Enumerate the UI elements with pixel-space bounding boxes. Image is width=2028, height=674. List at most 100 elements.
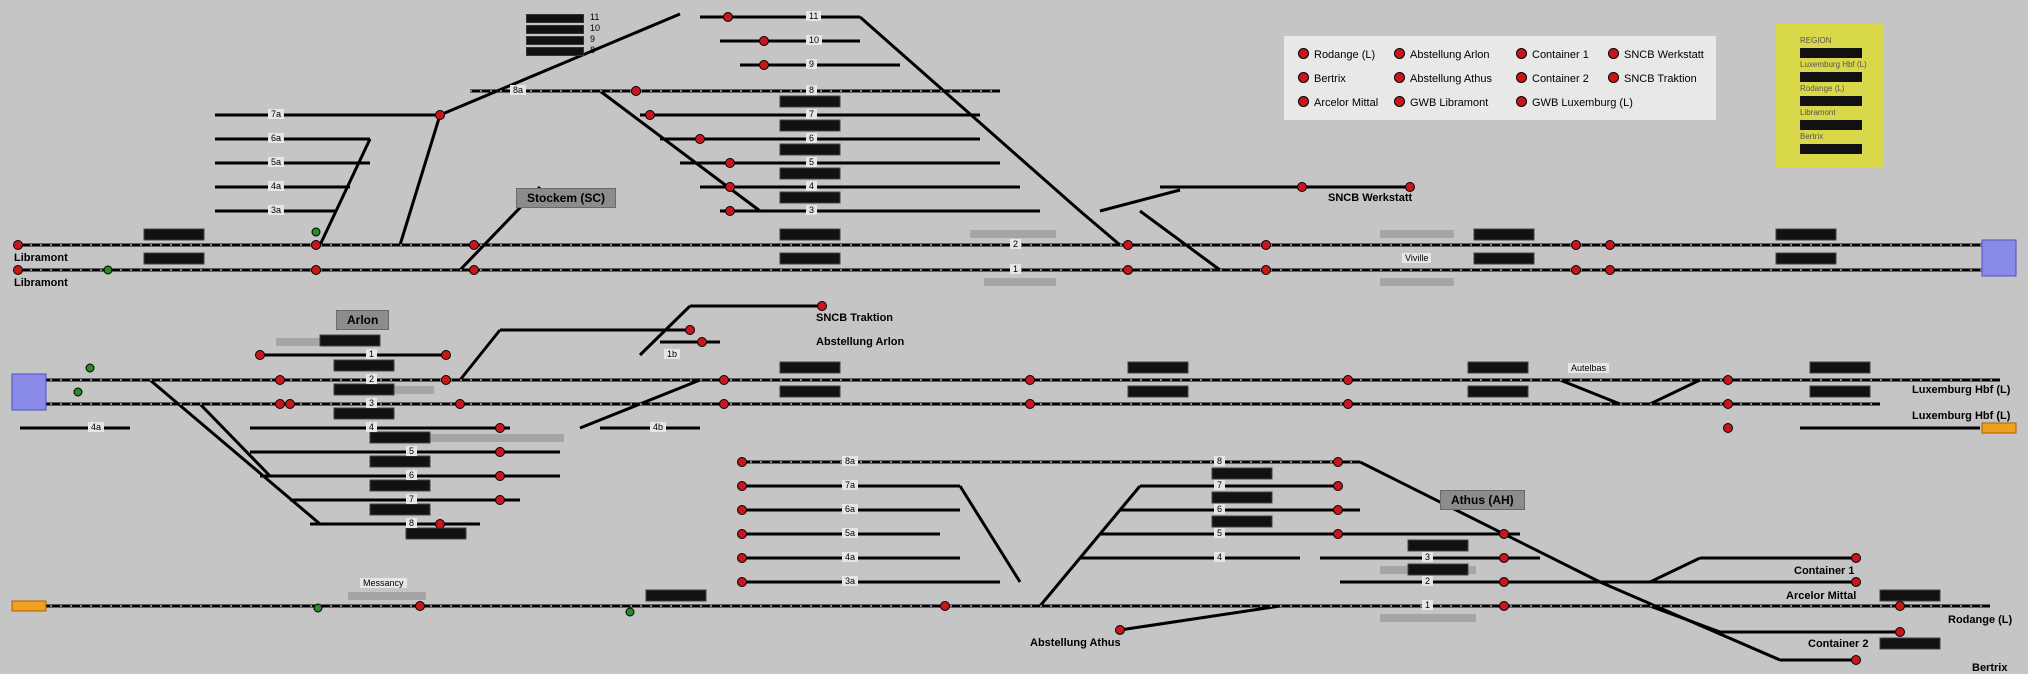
legend-item-label: Bertrix bbox=[1314, 73, 1346, 85]
block-indicator bbox=[526, 14, 584, 23]
label-sncb-traktion: SNCB Traktion bbox=[816, 312, 894, 324]
track-number: 3a bbox=[842, 576, 859, 586]
label-abstellung-arlon: Abstellung Arlon bbox=[816, 336, 905, 348]
track-number: 6 bbox=[1214, 504, 1226, 514]
region-indicator[interactable] bbox=[1800, 144, 1862, 154]
platforms bbox=[276, 230, 1476, 622]
track-number: 3 bbox=[1422, 552, 1434, 562]
track-number: 5 bbox=[806, 157, 818, 167]
signal-dot-icon bbox=[1394, 48, 1405, 59]
region-entry: Bertrix bbox=[1800, 132, 1824, 141]
track-number: 5 bbox=[406, 446, 418, 456]
signal-dot-icon bbox=[1516, 48, 1527, 59]
track-number: 6 bbox=[406, 470, 418, 480]
track-number: 2 bbox=[1422, 576, 1434, 586]
region-indicator[interactable] bbox=[1800, 120, 1862, 130]
label-libramont: Libramont bbox=[14, 252, 68, 264]
label-luxemburg: Luxemburg Hbf (L) bbox=[1912, 410, 2011, 422]
legend-item[interactable]: Rodange (L) bbox=[1298, 48, 1375, 61]
signal-dot-icon bbox=[1298, 96, 1309, 107]
track-number: 10 bbox=[806, 35, 823, 45]
track-number: 7a bbox=[842, 480, 859, 490]
station-stockem[interactable]: Stockem (SC) bbox=[516, 188, 617, 208]
label-container-2: Container 2 bbox=[1808, 638, 1869, 650]
track-number: 7a bbox=[268, 109, 285, 119]
region-indicator[interactable] bbox=[1800, 72, 1862, 82]
region-entry: Rodange (L) bbox=[1800, 84, 1845, 93]
track-number: 6a bbox=[268, 133, 285, 143]
label-sncb-werkstatt: SNCB Werkstatt bbox=[1328, 192, 1413, 204]
track-number: 4 bbox=[806, 181, 818, 191]
signals-green bbox=[73, 227, 635, 617]
track-number: 4 bbox=[1214, 552, 1226, 562]
legend-item[interactable]: Container 1 bbox=[1516, 48, 1589, 61]
track-number: 3 bbox=[806, 205, 818, 215]
legend-item-label: Abstellung Arlon bbox=[1410, 49, 1490, 61]
legend-item-label: SNCB Werkstatt bbox=[1624, 49, 1704, 61]
track-number: 8 bbox=[406, 518, 418, 528]
track-number: 9 bbox=[806, 59, 818, 69]
legend-item[interactable]: Container 2 bbox=[1516, 72, 1589, 85]
legend-item-label: GWB Luxemburg (L) bbox=[1532, 97, 1633, 109]
label-bertrix: Bertrix bbox=[1972, 662, 2008, 674]
track-number: 3 bbox=[366, 398, 378, 408]
label-arcelor-mittal: Arcelor Mittal bbox=[1786, 590, 1857, 602]
legend-item-label: Container 2 bbox=[1532, 73, 1589, 85]
block-number: 11 bbox=[590, 12, 600, 22]
region-title: REGION bbox=[1800, 36, 1832, 45]
signal-dot-icon bbox=[1298, 48, 1309, 59]
track-number: 7 bbox=[406, 494, 418, 504]
track-number: 4 bbox=[366, 422, 378, 432]
signals bbox=[13, 12, 1905, 665]
track-number: 8 bbox=[806, 85, 818, 95]
legend-item-label: Container 1 bbox=[1532, 49, 1589, 61]
block-indicator bbox=[526, 25, 584, 34]
track-number: 1 bbox=[366, 349, 378, 359]
legend-item-label: Arcelor Mittal bbox=[1314, 97, 1379, 109]
legend-item[interactable]: Arcelor Mittal bbox=[1298, 96, 1378, 109]
station-athus[interactable]: Athus (AH) bbox=[1440, 490, 1525, 510]
track-number: 2 bbox=[366, 374, 378, 384]
block-indicator bbox=[526, 47, 584, 56]
block-number: 10 bbox=[590, 23, 601, 33]
legend-item[interactable]: Bertrix bbox=[1298, 72, 1346, 85]
legend-item[interactable]: GWB Luxemburg (L) bbox=[1516, 96, 1633, 109]
label-rodange: Rodange (L) bbox=[1948, 614, 2013, 626]
label-messancy: Messancy bbox=[360, 578, 407, 588]
track-number: 11 bbox=[806, 11, 822, 21]
signal-dot-icon bbox=[1298, 72, 1309, 83]
signal-dot-icon bbox=[1394, 96, 1405, 107]
legend-item-label: Abstellung Athus bbox=[1410, 73, 1492, 85]
legend-item[interactable]: Abstellung Arlon bbox=[1394, 48, 1490, 61]
track-number: 8a bbox=[510, 85, 527, 95]
region-entry: Luxemburg Hbf (L) bbox=[1800, 60, 1867, 69]
label-luxemburg: Luxemburg Hbf (L) bbox=[1912, 384, 2011, 396]
label-viville: Viville bbox=[1402, 253, 1432, 263]
legend-item[interactable]: SNCB Traktion bbox=[1608, 72, 1697, 85]
legend-item[interactable]: SNCB Werkstatt bbox=[1608, 48, 1704, 61]
track-number: 6a bbox=[842, 504, 859, 514]
signal-dot-icon bbox=[1394, 72, 1405, 83]
block-indicator bbox=[526, 36, 584, 45]
block-number: 9 bbox=[590, 34, 596, 44]
track-number: 3a bbox=[268, 205, 285, 215]
track-number: 4b bbox=[650, 422, 667, 432]
signal-dot-icon bbox=[1608, 72, 1619, 83]
track-number: 4a bbox=[268, 181, 285, 191]
legend-item[interactable]: Abstellung Athus bbox=[1394, 72, 1492, 85]
track-number: 5a bbox=[842, 528, 859, 538]
label-libramont: Libramont bbox=[14, 277, 68, 289]
region-indicator bbox=[1800, 48, 1862, 58]
legend-item-label: GWB Libramont bbox=[1410, 97, 1489, 109]
station-arlon[interactable]: Arlon bbox=[336, 310, 390, 330]
region-indicator[interactable] bbox=[1800, 96, 1862, 106]
legend-item-label: SNCB Traktion bbox=[1624, 73, 1697, 85]
track-number: 7 bbox=[806, 109, 818, 119]
track-number: 4a bbox=[88, 422, 105, 432]
legend-item[interactable]: GWB Libramont bbox=[1394, 96, 1488, 109]
track-number: 1 bbox=[1010, 264, 1022, 274]
signal-dot-icon bbox=[1608, 48, 1619, 59]
track-number: 1b bbox=[664, 349, 681, 359]
